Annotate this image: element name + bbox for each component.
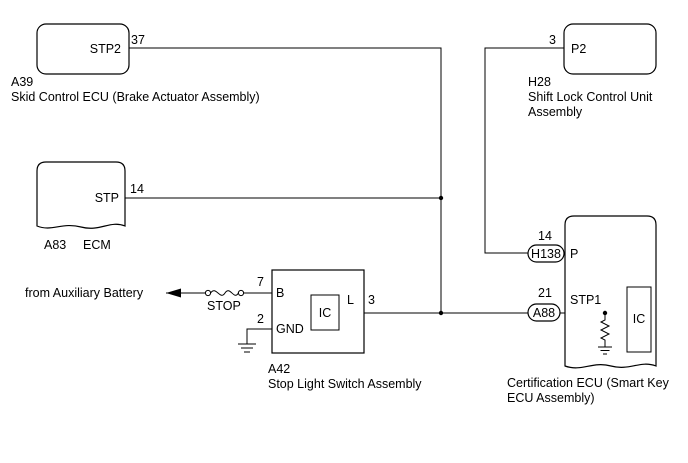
stop-light-switch-terminal-b: B	[276, 286, 284, 300]
ecm-terminal: STP	[95, 191, 119, 205]
certification-ecu-pin-p: 14	[538, 229, 552, 243]
connector-h138-label: H138	[531, 247, 561, 261]
stop-light-switch-ic	[310, 294, 340, 331]
stop-light-switch-terminal-gnd: GND	[276, 322, 304, 336]
connector-h138-shape	[527, 244, 565, 263]
shift-lock-unit-box	[563, 23, 657, 75]
resistor-icon	[598, 310, 612, 355]
arrow-icon	[166, 288, 181, 298]
ecm-code: A83	[44, 238, 66, 252]
power-feed: from Auxiliary Battery STOP	[25, 286, 245, 313]
stop-light-switch-ic-label: IC	[319, 306, 332, 320]
power-source-label: from Auxiliary Battery	[25, 286, 144, 300]
certification-ecu-ic-label: IC	[633, 312, 646, 326]
skid-control-ecu: STP2 37 A39 Skid Control ECU (Brake Actu…	[11, 23, 260, 104]
connector-a88: A88	[527, 303, 561, 322]
stop-light-switch-pin-gnd: 2	[257, 312, 264, 326]
fuse-icon	[210, 290, 239, 296]
ecm-pin: 14	[130, 182, 144, 196]
fuse-terminal-right	[237, 289, 245, 297]
ecm-box	[36, 161, 126, 229]
junction-dot	[438, 195, 444, 201]
wire-shift-lock-to-h138	[484, 47, 564, 254]
shift-lock-unit-name-line1: Shift Lock Control Unit	[528, 90, 653, 104]
skid-control-ecu-name: Skid Control ECU (Brake Actuator Assembl…	[11, 90, 260, 104]
shift-lock-unit-terminal: P2	[571, 42, 586, 56]
shift-lock-control-unit: P2 3 H28 Shift Lock Control Unit Assembl…	[528, 23, 657, 119]
wire-gnd	[246, 328, 272, 344]
wire-stp2-to-trunk	[129, 47, 442, 313]
connector-a88-shape	[527, 303, 561, 322]
connector-a88-label: A88	[533, 306, 555, 320]
certification-ecu-name-line2: ECU Assembly)	[507, 391, 595, 405]
connector-h138: H138	[527, 244, 565, 263]
ecm: STP 14 A83 ECM	[36, 161, 144, 252]
certification-ecu: IC P STP1 14 21 Certification ECU (Smart…	[507, 215, 670, 405]
certification-ecu-ic	[626, 286, 652, 353]
skid-control-ecu-box	[36, 23, 130, 75]
stop-light-switch-name: Stop Light Switch Assembly	[268, 377, 422, 391]
certification-ecu-terminal-stp1: STP1	[570, 293, 601, 307]
ecm-name: ECM	[83, 238, 111, 252]
stop-light-switch-pin-b: 7	[257, 275, 264, 289]
ground-icon	[238, 343, 256, 353]
junction-dot	[438, 310, 444, 316]
skid-control-ecu-terminal: STP2	[90, 42, 121, 56]
skid-control-ecu-pin: 37	[131, 33, 145, 47]
shift-lock-unit-pin: 3	[549, 33, 556, 47]
stop-light-switch-pin-l: 3	[368, 293, 375, 307]
fuse-terminal-left	[204, 289, 212, 297]
certification-ecu-name-line1: Certification ECU (Smart Key	[507, 376, 670, 390]
shift-lock-unit-code: H28	[528, 75, 551, 89]
skid-control-ecu-code: A39	[11, 75, 33, 89]
stop-light-switch-code: A42	[268, 362, 290, 376]
certification-ecu-terminal-p: P	[570, 247, 578, 261]
stop-light-switch: IC B GND L 7 2 3 A42 Stop Light Switch A…	[257, 269, 422, 391]
certification-ecu-pin-stp1: 21	[538, 286, 552, 300]
shift-lock-unit-name-line2: Assembly	[528, 105, 583, 119]
fuse-label: STOP	[207, 299, 241, 313]
stop-light-switch-terminal-l: L	[347, 293, 354, 307]
